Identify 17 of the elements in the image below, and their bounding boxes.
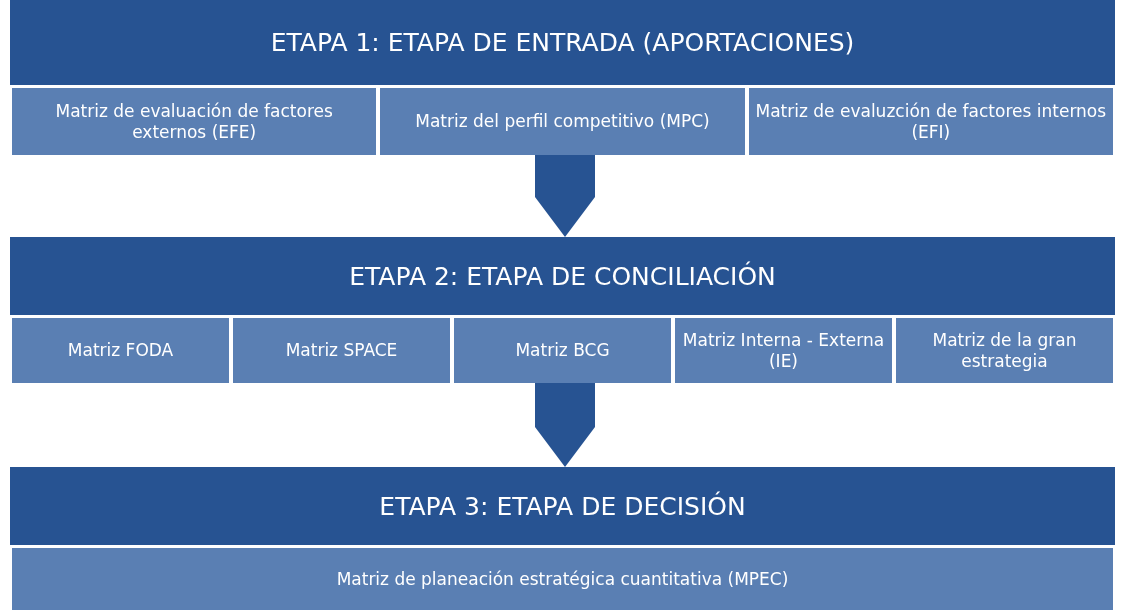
block-arrow [535, 155, 595, 237]
matrix-box: Matriz BCG [454, 318, 671, 383]
matrix-box: Matriz de evaluación de factores externos (EFE) [12, 88, 377, 155]
stage-panel [10, 237, 1115, 383]
matrix-box: Matriz de la gran estrategia [896, 318, 1113, 383]
stage-panel [10, 0, 1115, 155]
stage-header: ETAPA 3: ETAPA DE DECISIÓN [10, 467, 1115, 545]
stage-panel [10, 467, 1115, 610]
matrix-box: Matriz SPACE [233, 318, 450, 383]
matrix-box: Matriz Interna - Externa (IE) [675, 318, 892, 383]
block-arrow [535, 383, 595, 467]
matrix-box: Matriz de planeación estratégica cuantitativa (MPEC) [12, 548, 1113, 610]
stage-header: ETAPA 2: ETAPA DE CONCILIACIÓN [10, 237, 1115, 315]
stage-header: ETAPA 1: ETAPA DE ENTRADA (APORTACIONES) [10, 0, 1115, 85]
matrix-box: Matriz de evaluzción de factores internos (EFI) [748, 88, 1113, 155]
matrix-box: Matriz FODA [12, 318, 229, 383]
matrix-box: Matriz del perfil competitivo (MPC) [380, 88, 745, 155]
